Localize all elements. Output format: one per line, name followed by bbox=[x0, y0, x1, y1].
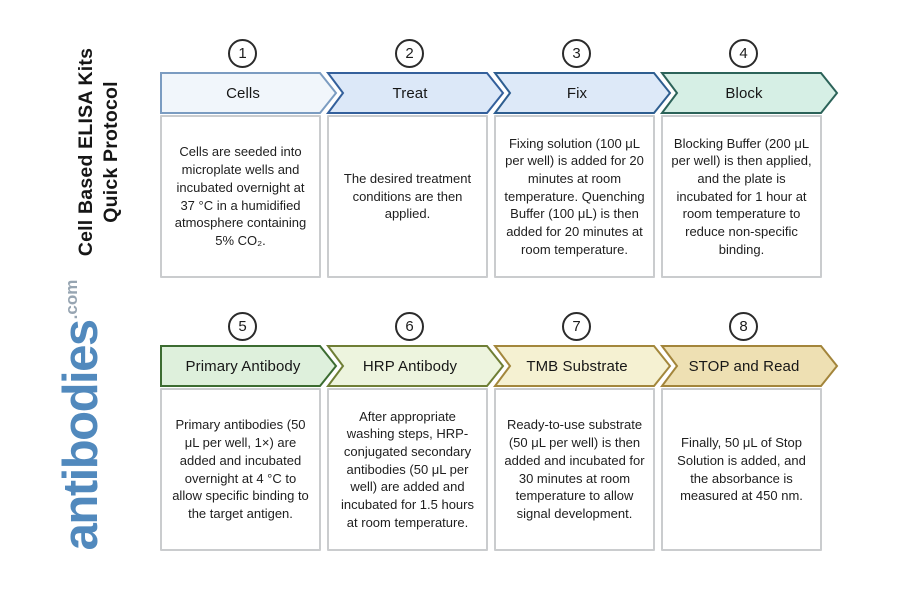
chevron-arrow-shape bbox=[160, 345, 338, 387]
protocol-steps-area: 1 Cells Cells are seeded into microplate… bbox=[160, 0, 860, 594]
step-number-badge: 7 bbox=[562, 312, 591, 341]
protocol-step: 7 TMB Substrate Ready-to-use substrate (… bbox=[493, 312, 672, 562]
step-description: Blocking Buffer (200 μL per well) is the… bbox=[671, 135, 812, 257]
step-number: 6 bbox=[405, 318, 414, 335]
step-number-badge: 3 bbox=[562, 39, 591, 68]
page-title: Cell Based ELISA Kits Quick Protocol bbox=[74, 37, 126, 267]
step-number: 7 bbox=[572, 318, 581, 335]
protocol-step: 6 HRP Antibody After appropriate washing… bbox=[326, 312, 505, 562]
step-description-box: Finally, 50 μL of Stop Solution is added… bbox=[661, 388, 822, 551]
step-description: After appropriate washing steps, HRP-con… bbox=[341, 408, 474, 530]
step-number-badge: 8 bbox=[729, 312, 758, 341]
step-arrow: Treat bbox=[326, 72, 505, 114]
chevron-arrow-shape bbox=[160, 72, 338, 114]
step-number-badge: 6 bbox=[395, 312, 424, 341]
step-description: Ready-to-use substrate (50 μL per well) … bbox=[504, 417, 645, 521]
step-arrow: HRP Antibody bbox=[326, 345, 505, 387]
protocol-step: 4 Block Blocking Buffer (200 μL per well… bbox=[660, 39, 839, 289]
brand-logo-suffix: .com bbox=[62, 279, 81, 320]
step-description-box: The desired treatment conditions are the… bbox=[327, 115, 488, 278]
step-description-box: Primary antibodies (50 μL per well, 1×) … bbox=[160, 388, 321, 551]
step-arrow: Cells bbox=[160, 72, 338, 114]
step-arrow-label: Block bbox=[725, 84, 763, 102]
chevron-arrow-shape bbox=[660, 72, 839, 114]
brand-logo: antibodies .com bbox=[54, 265, 135, 565]
step-description-box: Fixing solution (100 μL per well) is add… bbox=[494, 115, 655, 278]
step-description-box: After appropriate washing steps, HRP-con… bbox=[327, 388, 488, 551]
step-description: Cells are seeded into microplate wells a… bbox=[174, 144, 307, 248]
step-description: Primary antibodies (50 μL per well, 1×) … bbox=[172, 417, 309, 521]
page-title-line1: Cell Based ELISA Kits bbox=[75, 47, 97, 257]
chevron-arrow-shape bbox=[326, 72, 505, 114]
step-description-box: Blocking Buffer (200 μL per well) is the… bbox=[661, 115, 822, 278]
step-number-badge: 4 bbox=[729, 39, 758, 68]
step-arrow-label: TMB Substrate bbox=[526, 357, 628, 375]
step-number: 2 bbox=[405, 45, 414, 62]
step-arrow-label: Cells bbox=[226, 84, 260, 102]
step-number-badge: 2 bbox=[395, 39, 424, 68]
chevron-arrow-shape bbox=[493, 345, 672, 387]
chevron-arrow-shape bbox=[660, 345, 839, 387]
step-number: 4 bbox=[739, 45, 748, 62]
protocol-step: 1 Cells Cells are seeded into microplate… bbox=[160, 39, 338, 289]
step-arrow-label: Primary Antibody bbox=[185, 357, 301, 375]
step-arrow-label: Treat bbox=[392, 84, 428, 102]
step-description: The desired treatment conditions are the… bbox=[343, 170, 472, 222]
step-number-badge: 1 bbox=[228, 39, 257, 68]
protocol-step: 8 STOP and Read Finally, 50 μL of Stop S… bbox=[660, 312, 839, 562]
protocol-step: 5 Primary Antibody Primary antibodies (5… bbox=[160, 312, 338, 562]
step-description-box: Ready-to-use substrate (50 μL per well) … bbox=[494, 388, 655, 551]
step-arrow: Primary Antibody bbox=[160, 345, 338, 387]
step-number: 8 bbox=[739, 318, 748, 335]
protocol-row-1: 1 Cells Cells are seeded into microplate… bbox=[160, 39, 860, 299]
step-number: 3 bbox=[572, 45, 581, 62]
step-arrow: TMB Substrate bbox=[493, 345, 672, 387]
step-number-badge: 5 bbox=[228, 312, 257, 341]
step-description: Fixing solution (100 μL per well) is add… bbox=[504, 135, 645, 257]
step-arrow-label: STOP and Read bbox=[688, 357, 800, 375]
chevron-arrow-shape bbox=[326, 345, 505, 387]
step-arrow: Fix bbox=[493, 72, 672, 114]
page-title-line2: Quick Protocol bbox=[100, 81, 123, 223]
chevron-arrow-shape bbox=[493, 72, 672, 114]
step-arrow-label: Fix bbox=[566, 84, 588, 102]
step-number: 5 bbox=[238, 318, 247, 335]
step-arrow: Block bbox=[660, 72, 839, 114]
step-description: Finally, 50 μL of Stop Solution is added… bbox=[677, 435, 806, 504]
step-number: 1 bbox=[238, 45, 247, 62]
step-arrow: STOP and Read bbox=[660, 345, 839, 387]
step-arrow-label: HRP Antibody bbox=[362, 357, 458, 375]
protocol-step: 2 Treat The desired treatment conditions… bbox=[326, 39, 505, 289]
protocol-step: 3 Fix Fixing solution (100 μL per well) … bbox=[493, 39, 672, 289]
protocol-row-2: 5 Primary Antibody Primary antibodies (5… bbox=[160, 312, 860, 572]
step-description-box: Cells are seeded into microplate wells a… bbox=[160, 115, 321, 278]
brand-logo-text: antibodies bbox=[54, 320, 108, 551]
